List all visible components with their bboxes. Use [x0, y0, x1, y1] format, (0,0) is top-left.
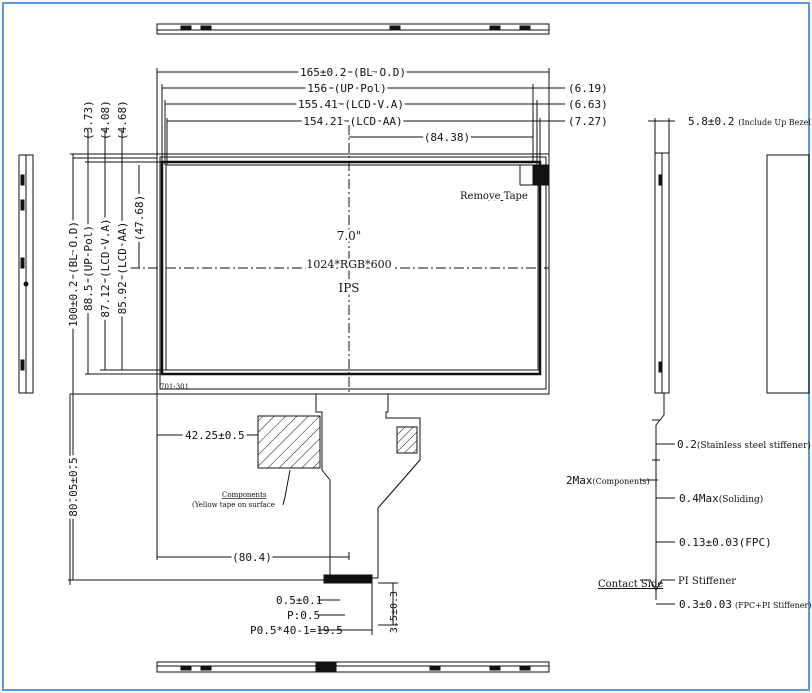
pi-stiffener-label: PI Stiffener — [678, 576, 736, 587]
remove-tape-label: Remove Tape — [460, 191, 528, 202]
fpc-length: 80.05±0.5 — [67, 457, 80, 517]
components-label: Components — [222, 491, 267, 499]
width-lcd-aa: 154.21 (LCD AA) — [303, 115, 402, 128]
fpc-left-offset: 42.25±0.5 — [185, 429, 245, 442]
offset-t2: (4.08) — [99, 100, 112, 140]
yellow-tape-label: (Yellow tape on surface — [192, 501, 275, 509]
bottom-edge-view — [156, 661, 550, 673]
panel-resolution: 1024*RGB*600 — [306, 258, 391, 271]
offset-r3: (7.27) — [568, 115, 608, 128]
offset-t1: (3.73) — [82, 100, 95, 140]
offset-r1: (6.19) — [568, 82, 608, 95]
height-lcd-va: 87.12 (LCD V.A) — [99, 218, 112, 317]
contact-side-label: Contact Side — [598, 579, 663, 590]
side-total-thickness: 0.3±0.03(FPC+PI Stiffener) — [679, 598, 811, 611]
panel-type: IPS — [338, 281, 359, 295]
side-thickness: 5.8±0.2(Include Up Bezel) — [688, 115, 812, 128]
side-stiffener: 0.2(Stainless steel stiffener) — [677, 438, 811, 451]
width-center: (84.38) — [424, 131, 470, 144]
height-up-pol: 88.5 (UP Pol) — [82, 225, 95, 311]
offset-r2: (6.63) — [568, 98, 608, 111]
offset-t3: (4.68) — [116, 100, 129, 140]
pin-pitch: P:0.5 — [287, 609, 320, 622]
left-edge-view — [18, 154, 34, 394]
height-lcd-aa: 85.92 (LCD AA) — [116, 222, 129, 315]
height-center: (47.68) — [133, 195, 146, 241]
pitch-total: P0.5*40-1=19.5 — [250, 624, 343, 637]
fpc-offset-80: (80.4) — [232, 551, 272, 564]
height-bl-od: 100±0.2 (BL O.D) — [67, 221, 80, 327]
panel-size: 7.0" — [337, 229, 362, 243]
pin-width: 0.5±0.1 — [276, 594, 322, 607]
fpc-outline — [257, 394, 421, 584]
height-dimensions — [70, 130, 166, 395]
width-dimensions — [156, 68, 565, 165]
fpc-dimensions — [68, 394, 398, 635]
width-up-pol: 156 (UP Pol) — [307, 82, 386, 95]
width-bl-od: 165±0.2 (BL O.D) — [300, 66, 406, 79]
width-lcd-va: 155.41 (LCD V.A) — [298, 98, 404, 111]
top-edge-view — [156, 23, 550, 35]
side-components-max: 2Max(Components) — [566, 474, 650, 487]
side-view — [640, 118, 810, 605]
side-soldering: 0.4Max(Soliding) — [679, 492, 763, 505]
side-fpc-thickness: 0.13±0.03(FPC) — [679, 536, 772, 549]
panel-front-view — [130, 125, 550, 395]
contact-length: 3.5±0.3 — [389, 591, 400, 633]
panel-part-no: 701-301 — [160, 383, 189, 391]
